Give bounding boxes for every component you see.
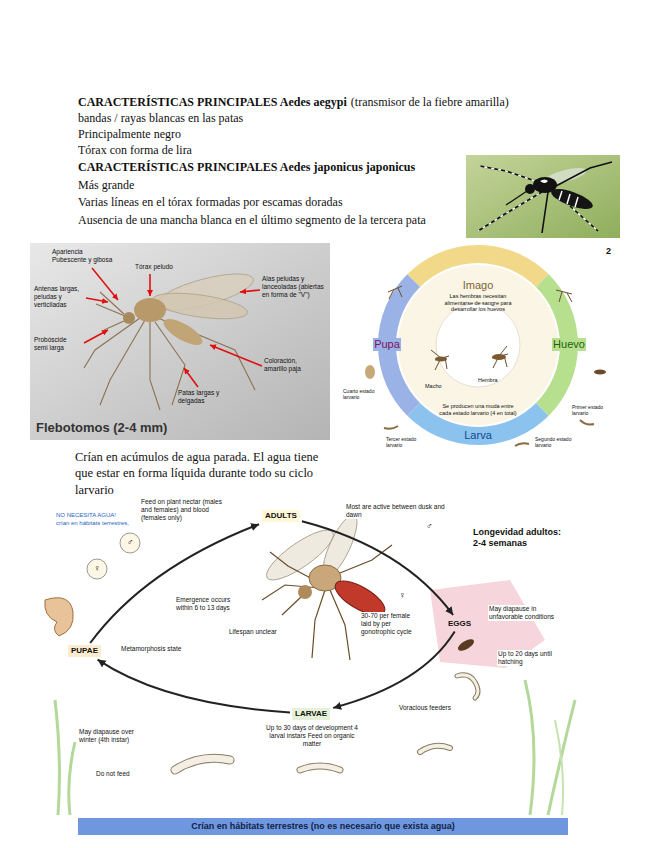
feature-line: Varias líneas en el tórax formadas por e… xyxy=(78,195,343,209)
stage-box: LARVAE xyxy=(292,708,330,720)
photo-callout: Antenas largas, peludas y verticiladas xyxy=(34,285,84,308)
instar-label: Primer estado larvario xyxy=(572,404,614,416)
stage-box: EGGS xyxy=(445,618,474,630)
photo-caption: Flebotomos (2-4 mm) xyxy=(36,420,167,436)
sandfly-photo xyxy=(30,243,330,440)
figure-number: 2 xyxy=(606,246,611,257)
cycle-note: Se producen una muda entre cada estado l… xyxy=(438,403,518,416)
box-text: PUPAE xyxy=(71,646,98,656)
section-heading: CARACTERÍSTICAS PRINCIPALES Aedes japoni… xyxy=(78,160,415,174)
stage-note: Most are active between dusk and dawn xyxy=(345,503,460,519)
stage-note: Up to 20 days until hatching xyxy=(497,650,559,666)
sex-symbol: ♀ xyxy=(398,590,407,601)
feature-line: Principalmente negro xyxy=(78,127,181,141)
box-text: EGGS xyxy=(448,619,471,629)
mosquito-photo xyxy=(466,155,620,238)
cycle-arrow xyxy=(98,660,290,713)
feature-line: Más grande xyxy=(78,178,134,192)
stage-note: May diapause over winter (4th instar) xyxy=(78,728,150,744)
stage-note: Up to 30 days of development 4 larval in… xyxy=(262,724,362,747)
stage-note: May diapause in unfavorable conditions xyxy=(488,605,558,621)
photo-callout: Apariencia Pubescente y gibosa xyxy=(52,248,118,264)
feature-line: Tórax con forma de lira xyxy=(78,143,192,157)
sex-symbol: ♂ xyxy=(425,521,434,532)
stage-note: Emergence occurs within 6 to 13 days xyxy=(175,596,245,612)
photo-callout: Coloración, amarillo paja xyxy=(264,357,320,373)
stage-box: ADULTS xyxy=(262,510,300,522)
stage-box: PUPAE xyxy=(68,645,101,657)
caption-band: Crían en hábitats terrestres (no es nece… xyxy=(78,818,568,835)
box-text: Crían en hábitats terrestres (no es nece… xyxy=(82,818,564,835)
feature-line: Ausencia de una mancha blanca en el últi… xyxy=(78,213,426,227)
stage-note: Lifespan unclear xyxy=(228,628,286,636)
stage-label: Imago xyxy=(463,279,494,292)
heading-note: (transmisor de la fiebre amarilla) xyxy=(351,95,509,109)
instar-label: Cuarto estado larvario xyxy=(343,388,383,400)
longevity-note: Longevidad adultos: 2-4 semanas xyxy=(472,527,572,549)
cycle-arrow xyxy=(302,521,453,615)
stage-note: Voracious feeders xyxy=(398,704,468,712)
section-heading: CARACTERÍSTICAS PRINCIPALES Aedes aegypi xyxy=(78,95,347,109)
stage-note: Do not feed xyxy=(95,770,131,778)
sex-symbol: ♂ xyxy=(127,537,134,548)
stage-note: 30-70 per female laid by per gonotrophic… xyxy=(360,612,420,635)
photo-callout: Alas peludas y lanceoladas (abiertas en … xyxy=(262,275,324,298)
life-cycle-ring xyxy=(335,243,620,446)
stage-note: Feed on plant nectar (males and females)… xyxy=(140,498,225,521)
stage-note: Metamorphosis state xyxy=(120,645,182,653)
cycle-note: Las hembras necesitan alimentarse de san… xyxy=(438,293,518,313)
box-text: ADULTS xyxy=(265,511,297,521)
instar-label: Tercer estado larvario xyxy=(386,436,426,448)
sex-label: Macho xyxy=(425,383,442,390)
feature-line: bandas / rayas blancas en las patas xyxy=(78,111,243,125)
body-text: Crían en acúmulos de agua parada. El agu… xyxy=(75,449,330,498)
instar-label: Segundo estado larvario xyxy=(535,436,577,448)
photo-callout: Probóscide semi larga xyxy=(34,336,82,352)
cycle-arrow xyxy=(333,632,455,708)
terrestrial-cycle xyxy=(45,511,575,815)
note-text: NO NECESITA AGUA! xyxy=(55,512,117,519)
sex-label: Hembra xyxy=(478,377,498,384)
box-text: LARVAE xyxy=(295,709,327,719)
stage-label: Huevo xyxy=(552,338,586,351)
stage-label: Larva xyxy=(463,429,493,442)
photo-callout: Tórax peludo xyxy=(135,263,173,271)
photo-callout: Patas largas y delgadas xyxy=(178,389,230,405)
sex-symbol: ♀ xyxy=(94,563,101,574)
stage-label: Pupa xyxy=(373,338,401,351)
note-text: crían en hábitats terrestres, xyxy=(55,520,130,527)
cycle-arrow xyxy=(90,524,259,643)
